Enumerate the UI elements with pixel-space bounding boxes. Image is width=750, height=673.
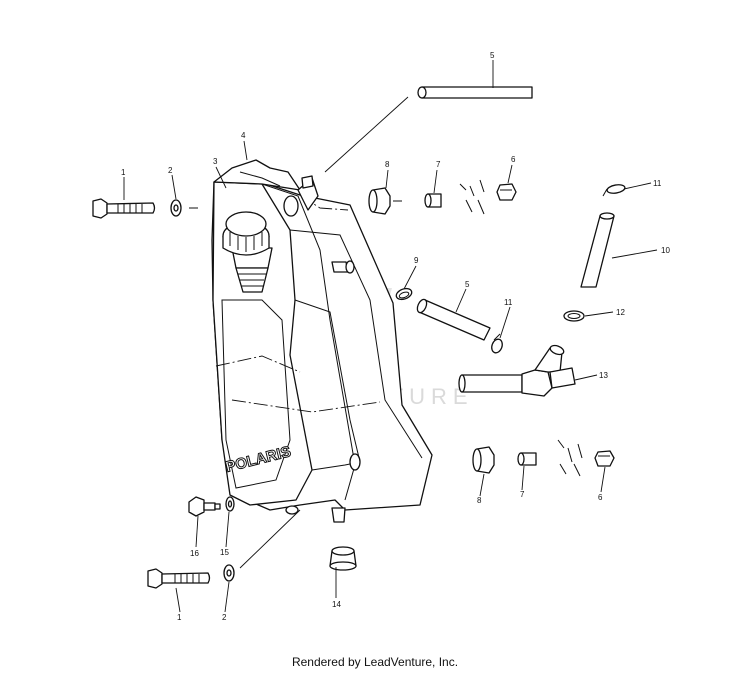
callout-14: 14 [332,600,341,609]
hose-middle [416,298,491,341]
nut-top [496,183,517,201]
callout-1-top: 1 [121,168,126,177]
callout-10: 10 [661,246,670,255]
elbow-fitting [458,344,576,397]
grommet-top [368,187,402,215]
callout-11-mid: 11 [504,298,513,307]
callout-6-bottom: 6 [598,493,603,502]
washer-bottom [223,564,235,582]
callout-2-top: 2 [168,166,173,175]
clip-top [459,179,485,215]
hose-clamp-12 [563,310,585,322]
hose-clamp-11-top [602,184,626,197]
bolt-top [92,198,156,219]
callout-16: 16 [190,549,199,558]
callout-15: 15 [220,548,229,557]
callout-8-top: 8 [385,160,390,169]
nut-bottom [594,450,615,467]
callout-labels: 1 2 3 4 5 8 7 6 11 10 9 5 11 12 13 8 7 6… [121,51,670,622]
callout-7-top: 7 [436,160,441,169]
filler-cap [222,211,273,293]
spacer-top [424,193,442,208]
callout-11-top: 11 [653,179,662,188]
callout-5-mid: 5 [465,280,470,289]
drain-fitting [188,496,221,517]
hose-vent [580,212,615,288]
callout-13: 13 [599,371,608,380]
callout-12: 12 [616,308,625,317]
bolt-bottom [147,568,211,589]
hose-top [324,86,533,173]
clip-bottom [557,439,583,477]
footer-credit: Rendered by LeadVenture, Inc. [291,655,459,669]
spacer-bottom [517,452,537,466]
callout-7-bottom: 7 [520,490,525,499]
leader-lines [123,60,658,613]
washer-top [170,199,198,217]
callout-9: 9 [414,256,419,265]
callout-5-top: 5 [490,51,495,60]
callout-2-bottom: 2 [222,613,227,622]
grommet-14 [329,546,357,571]
grommet-bottom [472,446,495,474]
hose-clamp-11-mid [491,333,503,354]
callout-3: 3 [213,157,218,166]
callout-4: 4 [241,131,246,140]
callout-8-bottom: 8 [477,496,482,505]
washer-15 [225,496,235,512]
callout-6-top: 6 [511,155,516,164]
hose-clamp-9 [395,287,413,301]
callout-1-bottom: 1 [177,613,182,622]
